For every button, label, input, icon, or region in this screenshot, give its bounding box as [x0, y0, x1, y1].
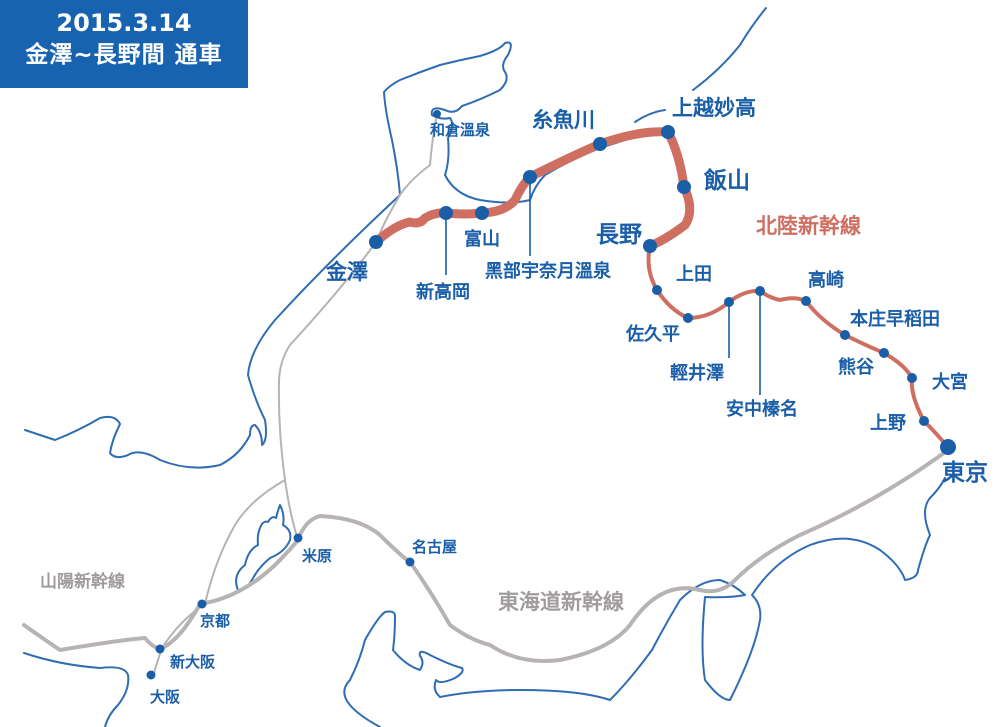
station-dot-itoigawa — [593, 137, 607, 151]
station-label-kumagaya: 熊谷 — [838, 357, 874, 378]
coastline-japan-sea — [24, 41, 631, 469]
station-dot-karuizawa — [724, 297, 734, 307]
station-label-maibara: 米原 — [302, 547, 333, 565]
station-dot-nagoya — [405, 557, 415, 567]
station-label-karuizawa: 輕井澤 — [670, 363, 724, 384]
coastline-kii — [343, 610, 611, 727]
station-label-toyama: 富山 — [464, 229, 500, 250]
station-label-tokyo: 東京 — [942, 460, 988, 486]
station-label-osaka: 大阪 — [150, 688, 181, 706]
station-label-kyoto: 京都 — [200, 612, 231, 630]
station-dot-ueda — [652, 285, 662, 295]
line-label-tokaido: 東海道新幹線 — [498, 590, 624, 614]
lake-biwa — [235, 504, 292, 592]
coastlines — [23, 7, 946, 727]
station-dot-toyama — [475, 206, 489, 220]
station-label-annakaharuna: 安中榛名 — [726, 399, 798, 420]
station-dot-kanazawa — [369, 235, 383, 249]
station-label-shintakaoka: 新高岡 — [416, 282, 470, 303]
station-label-itoigawa: 糸魚川 — [532, 108, 595, 132]
station-dot-omiya — [907, 373, 917, 383]
station-label-ueno: 上野 — [870, 413, 906, 434]
station-dot-osaka — [146, 670, 156, 680]
station-label-iiyama: 飯山 — [704, 168, 750, 194]
coastline-niigata — [692, 7, 767, 91]
title-banner: 2015.3.14 金澤~長野間 通車 — [0, 0, 248, 88]
station-dot-shintakaoka — [439, 206, 453, 220]
station-dot-kumagaya — [879, 348, 889, 358]
station-dot-takasaki — [801, 296, 811, 306]
line-label-hokuriku: 北陸新幹線 — [756, 214, 861, 238]
opening-subtitle: 金澤~長野間 通車 — [25, 42, 223, 68]
conventional-lines — [152, 113, 438, 678]
coastline-joetsu — [634, 109, 666, 123]
station-label-ueda: 上田 — [676, 264, 712, 285]
leader-lines — [445, 177, 761, 395]
station-label-shinosaka: 新大阪 — [170, 653, 216, 671]
tokaido-sanyo-line — [22, 448, 950, 663]
station-label-wakura: 和倉溫泉 — [430, 121, 491, 139]
station-label-nagoya: 名古屋 — [412, 538, 458, 556]
station-dot-tokyo — [940, 439, 956, 455]
opening-date: 2015.3.14 — [56, 9, 192, 37]
station-dot-shinosaka — [155, 644, 165, 654]
station-dot-sakudaira — [683, 313, 693, 323]
station-dot-joetsumyoko — [661, 125, 675, 139]
coastline-izu — [609, 477, 946, 701]
station-label-sakudaira: 佐久平 — [626, 324, 680, 345]
station-dot-iiyama — [677, 180, 691, 194]
station-dot-maibara — [293, 533, 303, 543]
station-dot-kyoto — [197, 599, 207, 609]
station-label-joetsumyoko: 上越妙高 — [672, 96, 756, 120]
line-label-sanyo: 山陽新幹線 — [40, 572, 125, 592]
station-dot-nagano — [643, 239, 657, 253]
station-dots — [146, 110, 956, 680]
coastline-ise — [23, 652, 130, 727]
station-label-takasaki: 高崎 — [808, 270, 844, 291]
station-dot-honjo — [840, 330, 850, 340]
station-dot-ueno — [919, 416, 929, 426]
station-dot-wakura — [433, 110, 441, 118]
station-dot-kurobe — [523, 170, 537, 184]
station-label-honjowaseda: 本庄早稻田 — [850, 309, 940, 330]
station-dot-annakaharuna — [755, 286, 765, 296]
station-label-kanazawa: 金澤 — [326, 260, 368, 284]
station-label-kurobe: 黑部宇奈月溫泉 — [485, 261, 611, 282]
station-label-nagano: 長野 — [596, 222, 642, 248]
station-label-omiya: 大宮 — [932, 372, 968, 393]
